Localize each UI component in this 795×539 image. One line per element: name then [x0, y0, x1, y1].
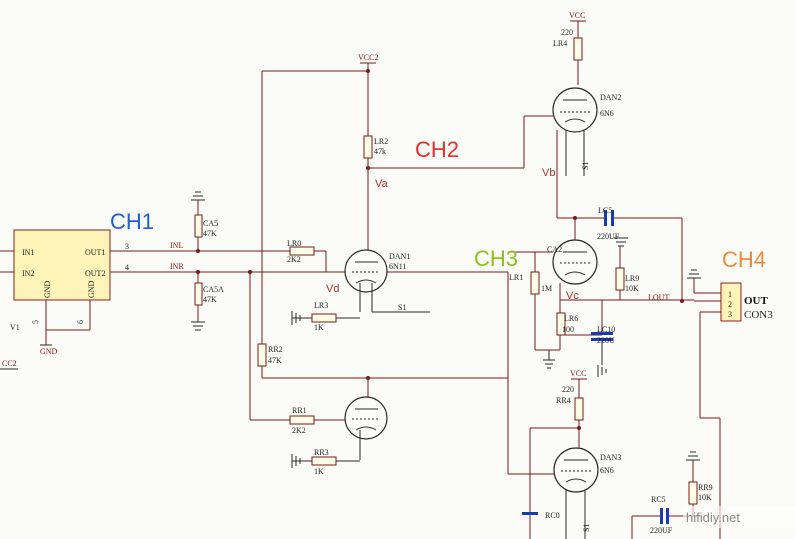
lr4-value: 220 [561, 28, 573, 37]
lc10-value: 220U [597, 336, 615, 345]
ic-pin-6: 6 [76, 320, 85, 324]
dan3-label: DAN3 [600, 453, 621, 462]
ic-pin-gnd2: GND [87, 280, 96, 298]
rc0-label: RC0 [545, 511, 560, 520]
channel-label-ch2: CH2 [415, 137, 459, 162]
voltage-vd: Vd [326, 283, 339, 295]
lr3-value: 1K [314, 323, 324, 332]
ic-pin-out1: OUT1 [85, 248, 105, 257]
connector-con3: 1 2 3 OUT CON3 [720, 282, 773, 322]
ic-pin-5: 5 [31, 320, 40, 324]
ic-pin-in1: IN1 [22, 248, 34, 257]
tube-dan3 [553, 447, 599, 539]
tube-right-input [344, 396, 388, 460]
ic-body [13, 229, 111, 301]
lr9-value: 10K [625, 284, 639, 293]
voltage-vb: Vb [542, 167, 555, 179]
ca2-label: CA2 [547, 245, 562, 254]
ca5-value: 47K [203, 229, 217, 238]
dan3-value: 6N6 [600, 466, 614, 475]
lr1-value: 1M [541, 284, 552, 293]
s1a-label: S1 [398, 303, 406, 312]
rc5-value: 220UF [650, 526, 673, 535]
con-pin-3: 3 [728, 310, 732, 319]
lc5-value: 220UF [597, 232, 620, 241]
rr9-value: 10K [698, 493, 712, 502]
s1c-label: S1 [582, 524, 591, 532]
rr1-label: RR1 [292, 406, 307, 415]
lr2-label: LR2 [374, 137, 388, 146]
lr2-value: 47k [374, 147, 386, 156]
rr4-label: RR4 [556, 396, 571, 405]
voltage-va: Va [375, 178, 389, 190]
tube-dan1 [344, 249, 388, 312]
dan1-value: 6N11 [389, 262, 406, 271]
lr4-label: LR4 [553, 39, 567, 48]
lr6-value: 100 [562, 325, 574, 334]
lc5-label: LC5 [598, 206, 612, 215]
lr6-label: LR6 [564, 314, 578, 323]
con-out-label: OUT [744, 295, 769, 307]
net-inr: INR [170, 262, 184, 271]
vcc-mid-label: VCC [570, 369, 586, 378]
lr0-value: 2K2 [287, 255, 301, 264]
dan2-value: 6N6 [600, 109, 614, 118]
rr9-label: RR9 [698, 483, 713, 492]
watermark: hifidiy.net [686, 510, 740, 525]
ca5a-value: 47K [203, 295, 217, 304]
ic-vcc-label: CC2 [2, 359, 17, 368]
rr4-value: 220 [562, 385, 574, 394]
ic-pin-gnd1: GND [43, 280, 52, 298]
tube-dan2 [552, 87, 598, 133]
vcc-top-label: VCC [569, 11, 585, 20]
ic-pin-in2: IN2 [22, 269, 34, 278]
con-pin-1: 1 [728, 290, 732, 299]
net-lout: LOUT [648, 293, 669, 302]
net-inl: INL [170, 241, 183, 250]
con-pin-2: 2 [728, 300, 732, 309]
rr3-value: 1K [314, 467, 324, 476]
rr2-label: RR2 [268, 345, 283, 354]
rr3-label: RR3 [314, 448, 329, 457]
lc10-label: LC10 [597, 325, 615, 334]
vcc2-label: VCC2 [358, 53, 378, 62]
lr0-label: LR0 [287, 239, 301, 248]
ca5-label: CA5 [203, 219, 218, 228]
ic-gnd-label: GND [40, 347, 58, 356]
channel-label-ch4: CH4 [722, 247, 766, 272]
rr2-value: 47K [268, 356, 282, 365]
voltage-vc: Vc [566, 290, 579, 302]
ic-pin-out2: OUT2 [85, 269, 105, 278]
ic-pin-3: 3 [125, 242, 129, 251]
s1b-label: S1 [581, 162, 590, 170]
lr1-label: LR1 [509, 273, 523, 282]
rc5-label: RC5 [651, 495, 666, 504]
lr9-label: LR9 [625, 274, 639, 283]
ic-v1: IN1 IN2 OUT1 OUT2 GND GND 5 6 GND V1 CC2… [0, 229, 129, 370]
ic-pin-4: 4 [125, 263, 129, 272]
rr1-value: 2K2 [292, 426, 306, 435]
lr3-label: LR3 [314, 301, 328, 310]
dan2-label: DAN2 [600, 93, 621, 102]
ic-ref: V1 [10, 323, 20, 332]
tube-middle [552, 239, 598, 285]
con3-label: CON3 [744, 309, 773, 321]
channel-label-ch1: CH1 [110, 209, 154, 234]
ca5a-label: CA5A [203, 285, 224, 294]
channel-label-ch3: CH3 [474, 246, 518, 271]
dan1-label: DAN1 [389, 252, 410, 261]
